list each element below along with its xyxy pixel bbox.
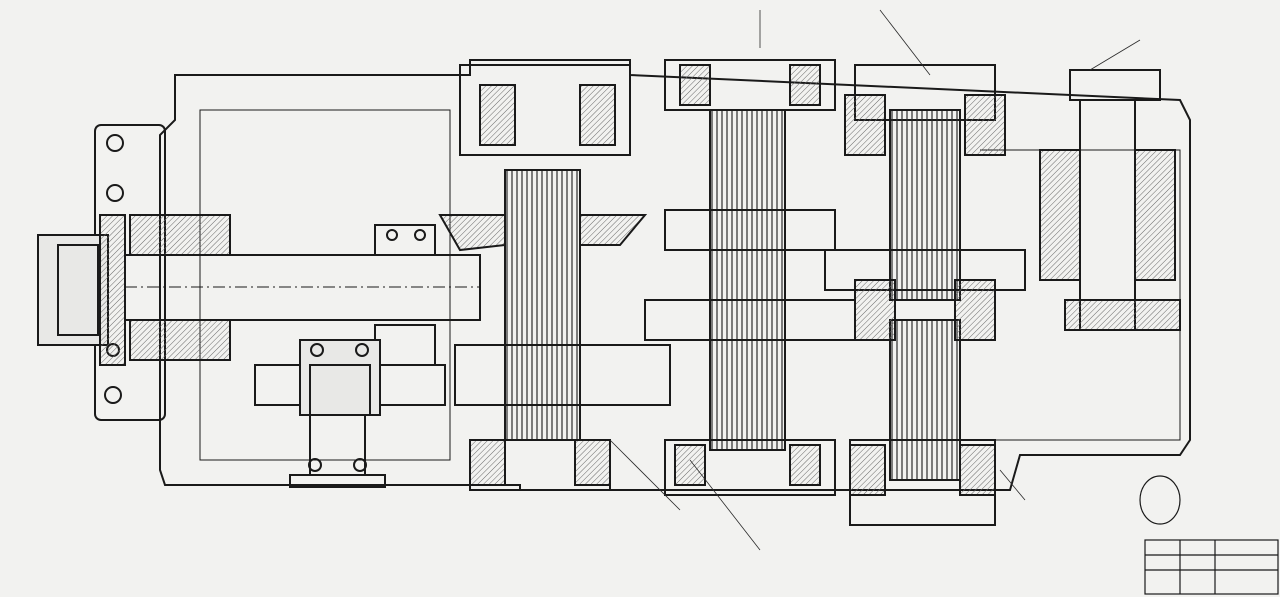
input-coupling — [37, 214, 126, 366]
callout-leaders — [609, 9, 1141, 551]
lower-idler — [254, 339, 446, 488]
shaft-3 — [824, 64, 1026, 526]
title-block — [1144, 539, 1279, 595]
shaft-1 — [438, 64, 671, 491]
output-shaft — [1039, 69, 1181, 331]
input-shaft — [124, 214, 481, 366]
inspection-stamp — [1139, 475, 1181, 525]
shaft-2 — [644, 59, 856, 496]
